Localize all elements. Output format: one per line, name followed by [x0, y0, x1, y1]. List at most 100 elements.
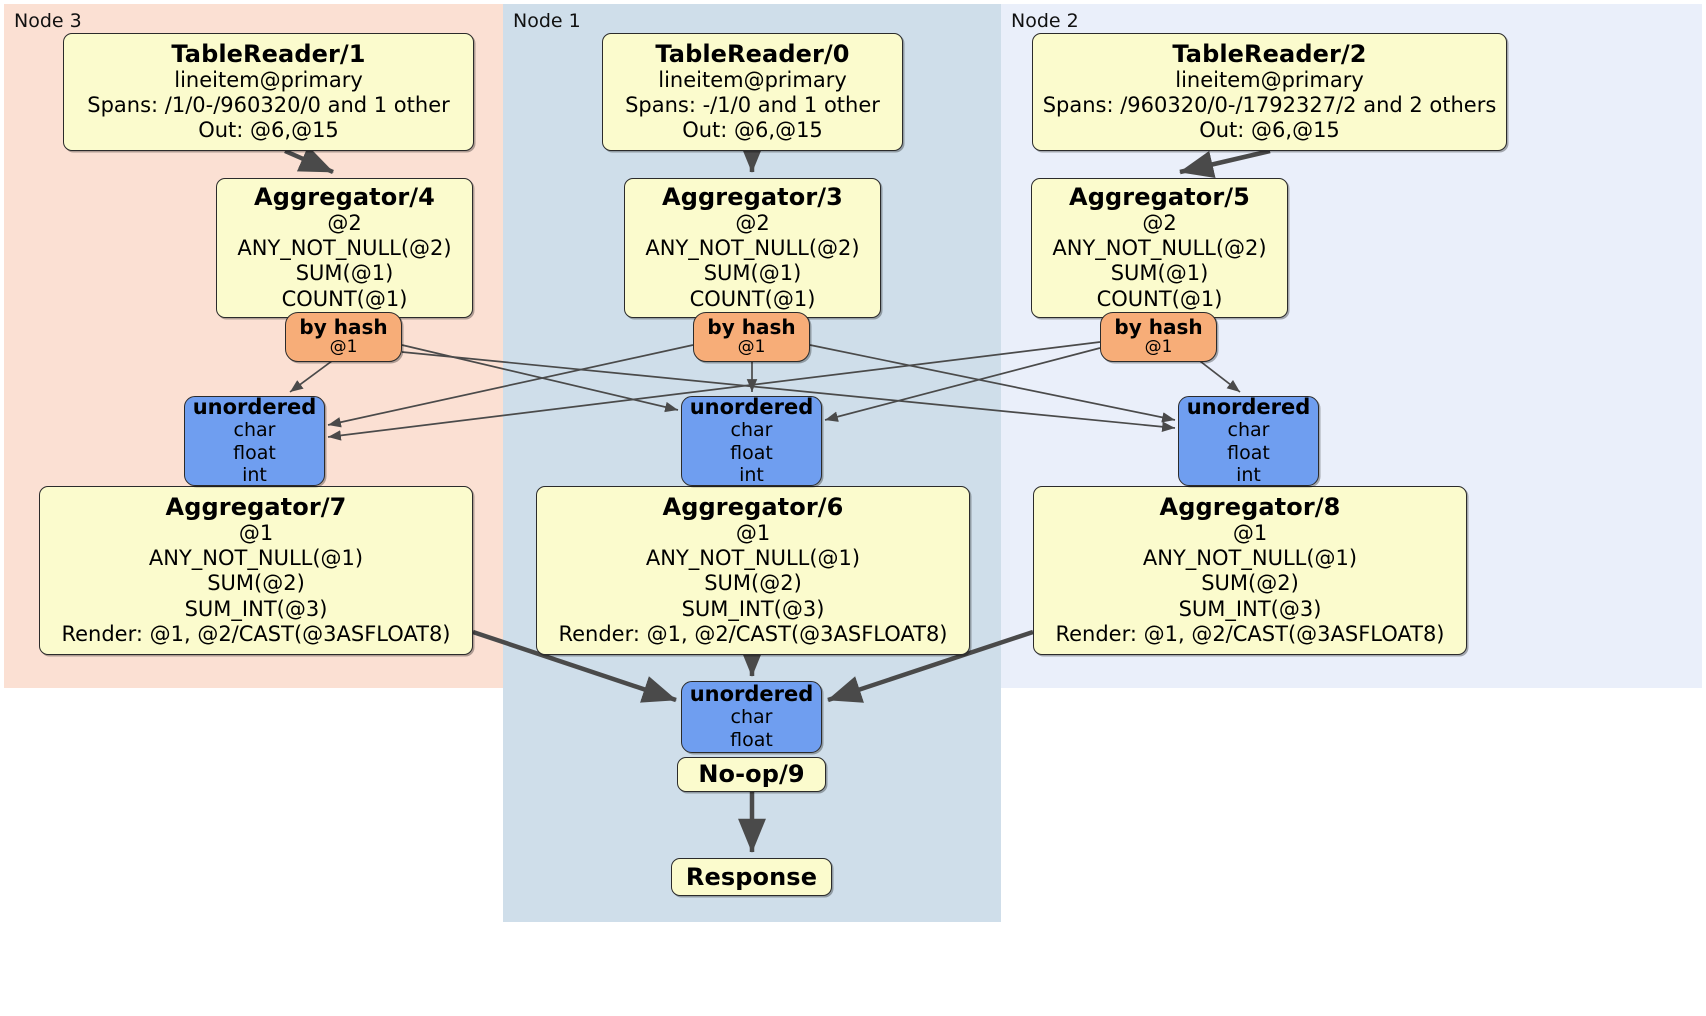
node-detail-line: float [1227, 441, 1270, 464]
node-detail-line: COUNT(@1) [1096, 286, 1223, 311]
node-title: TableReader/2 [1172, 39, 1367, 68]
node-detail-line: char [730, 706, 773, 729]
graph-node-byhash5[interactable]: by hash@1 [1100, 312, 1217, 362]
node-title: Aggregator/7 [165, 493, 347, 522]
node-detail-line: SUM_INT(@3) [681, 596, 825, 621]
node-detail-line: Out: @6,@15 [1199, 118, 1340, 143]
edge-hash4-unordered7 [289, 357, 337, 393]
edge-hash5-unordered6 [824, 347, 1101, 422]
node-title: Aggregator/4 [254, 183, 435, 212]
node-detail-line: SUM(@2) [207, 571, 305, 596]
node-detail-line: Render: @1, @2/CAST(@3ASFLOAT8) [61, 621, 451, 646]
node-detail-line: ANY_NOT_NULL(@1) [645, 546, 861, 571]
node-title: unordered [192, 394, 317, 419]
node-detail-line: int [242, 464, 267, 487]
node-detail-line: float [233, 441, 276, 464]
node-title: Aggregator/8 [1159, 493, 1341, 522]
node-detail-line: char [730, 418, 773, 441]
node-detail-line: COUNT(@1) [689, 286, 816, 311]
graph-node-response[interactable]: Response [671, 858, 832, 896]
node-title: unordered [1186, 394, 1311, 419]
node-detail-line: Render: @1, @2/CAST(@3ASFLOAT8) [1055, 621, 1445, 646]
node-detail-line: Out: @6,@15 [682, 118, 823, 143]
node-title: by hash [707, 315, 796, 340]
node-title: TableReader/0 [655, 39, 850, 68]
edge-hash5-unordered8 [1195, 357, 1241, 393]
node-detail-line: char [1227, 418, 1270, 441]
graph-node-byhash4[interactable]: by hash@1 [285, 312, 402, 362]
node-detail-line: SUM_INT(@3) [184, 596, 328, 621]
node-panel-label: Node 1 [513, 10, 581, 32]
node-title: unordered [689, 682, 814, 707]
edge-aggregator7-unordered9 [472, 629, 677, 703]
node-detail-line: COUNT(@1) [281, 286, 408, 311]
node-detail-line: Spans: /1/0-/960320/0 and 1 other [87, 92, 450, 117]
edge-tablereader1-aggregator4 [284, 145, 334, 175]
node-detail-line: lineitem@primary [174, 67, 363, 92]
node-detail-line: ANY_NOT_NULL(@2) [237, 236, 452, 261]
node-title: TableReader/1 [171, 39, 366, 68]
node-detail-line: ANY_NOT_NULL(@1) [148, 546, 364, 571]
edge-tablereader2-aggregator5 [1179, 148, 1271, 179]
edge-hash4-unordered8 [401, 351, 1176, 432]
node-title: Aggregator/6 [662, 493, 844, 522]
node-detail-line: @1 [238, 520, 274, 545]
node-title: Response [685, 862, 818, 891]
edge-hash3-unordered7 [327, 344, 694, 428]
node-detail-line: float [730, 729, 773, 752]
node-detail-line: Spans: /960320/0-/1792327/2 and 2 others [1042, 92, 1497, 117]
node-detail-line: int [1236, 464, 1261, 487]
node-detail-line: SUM(@1) [1110, 261, 1209, 286]
node-detail-line: @2 [735, 211, 770, 236]
node-detail-line: ANY_NOT_NULL(@1) [1142, 546, 1358, 571]
node-detail-line: Out: @6,@15 [198, 118, 339, 143]
node-title: by hash [299, 315, 388, 340]
node-title: unordered [689, 394, 814, 419]
node-title: by hash [1114, 315, 1203, 340]
graph-node-noop9[interactable]: No-op/9 [677, 757, 826, 792]
node-detail-line: float [730, 441, 773, 464]
node-detail-line: SUM_INT(@3) [1178, 596, 1322, 621]
node-panel-label: Node 2 [1011, 10, 1079, 32]
edge-hash5-unordered7 [327, 341, 1101, 441]
node-title: No-op/9 [698, 760, 805, 789]
graph-node-byhash3[interactable]: by hash@1 [693, 312, 810, 362]
node-detail-line: SUM(@2) [1201, 571, 1299, 596]
edge-hash3-unordered8 [809, 344, 1176, 423]
node-detail-line: SUM(@1) [295, 261, 394, 286]
node-detail-line: Spans: -/1/0 and 1 other [625, 92, 880, 117]
node-detail-line: Render: @1, @2/CAST(@3ASFLOAT8) [558, 621, 948, 646]
node-detail-line: ANY_NOT_NULL(@2) [1052, 236, 1267, 261]
node-title: Aggregator/5 [1069, 183, 1250, 212]
node-detail-line: @1 [735, 520, 771, 545]
node-detail-line: char [233, 418, 276, 441]
node-detail-line: @1 [1232, 520, 1268, 545]
node-panel-label: Node 3 [14, 10, 82, 32]
node-detail-line: @2 [327, 211, 362, 236]
node-detail-line: lineitem@primary [1175, 67, 1364, 92]
edge-aggregator8-unordered9 [827, 629, 1034, 703]
node-title: Aggregator/3 [662, 183, 843, 212]
node-detail-line: int [739, 464, 764, 487]
node-detail-line: lineitem@primary [658, 67, 847, 92]
node-detail-line: @1 [1144, 337, 1173, 358]
node-detail-line: ANY_NOT_NULL(@2) [645, 236, 860, 261]
node-detail-line: @2 [1142, 211, 1177, 236]
node-detail-line: SUM(@1) [703, 261, 802, 286]
node-detail-line: SUM(@2) [704, 571, 802, 596]
